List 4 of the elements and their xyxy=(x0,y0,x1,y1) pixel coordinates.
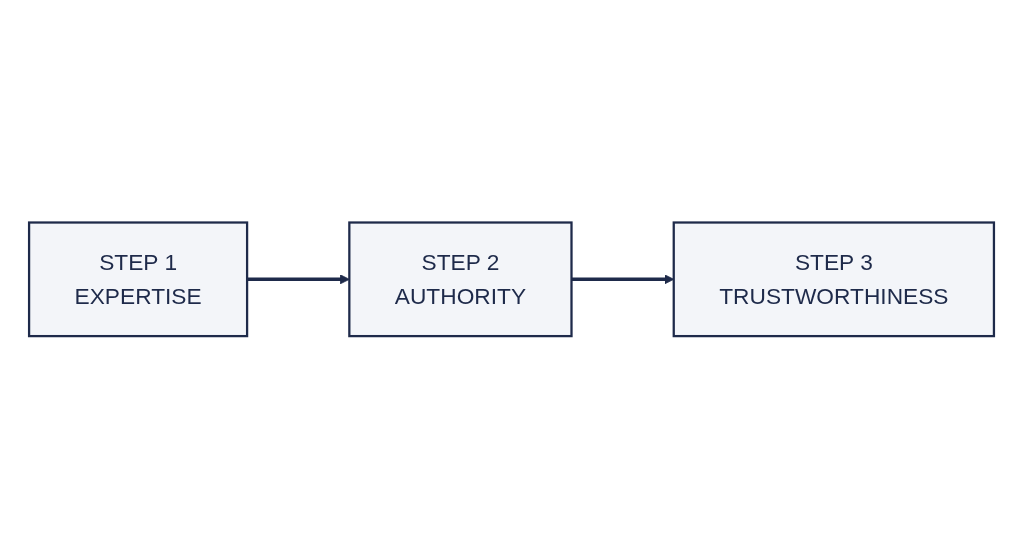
arrow xyxy=(572,274,675,285)
node-box: STEP 3 TRUSTWORTHINESS xyxy=(673,221,996,338)
node-box: STEP 2 AUTHORITY xyxy=(348,221,574,338)
node-box: STEP 1 EXPERTISE xyxy=(28,221,249,338)
